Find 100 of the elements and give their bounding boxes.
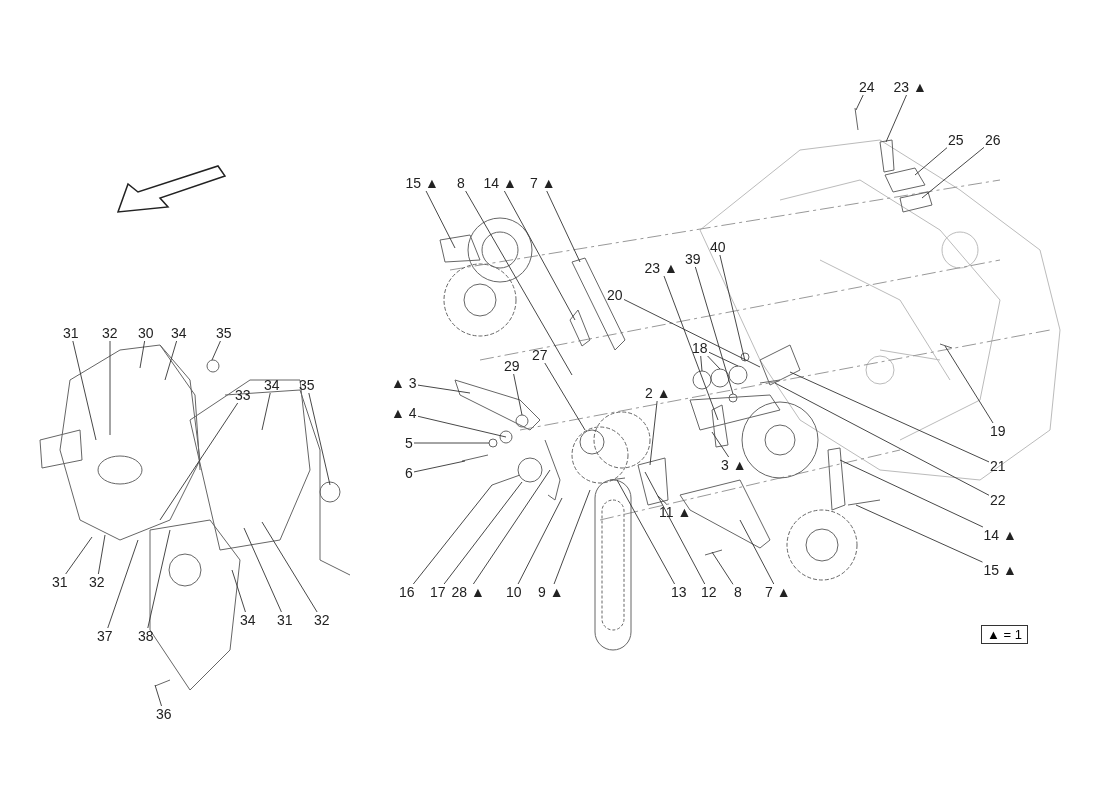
callout-number: 31: [62, 325, 80, 341]
leader-line: [663, 275, 719, 421]
callout-number: 30: [137, 325, 155, 341]
callout-number: 27: [531, 347, 549, 363]
leader-line: [739, 519, 775, 585]
callout-number: 26: [984, 132, 1002, 148]
leader-line: [789, 371, 990, 463]
leader-line: [553, 489, 591, 585]
leader-line: [517, 497, 563, 585]
callout-number: 28 ▲: [450, 584, 486, 600]
callout-number: 35: [215, 325, 233, 341]
leader-line: [623, 299, 761, 368]
leader-line: [544, 362, 586, 431]
callout-number: 40: [709, 239, 727, 255]
callout-number: 18: [691, 340, 709, 356]
leader-line: [107, 539, 139, 629]
callout-number: 9 ▲: [537, 584, 565, 600]
leader-line: [914, 147, 948, 176]
leader-line: [308, 392, 331, 486]
leader-line: [261, 392, 271, 431]
leader-line: [164, 340, 178, 381]
leader-line: [413, 442, 490, 444]
callout-number: 11 ▲: [658, 504, 693, 520]
leader-line: [707, 355, 721, 370]
callout-number: ▲ 4: [390, 405, 418, 421]
callout-number: 38: [137, 628, 155, 644]
leader-line: [855, 504, 983, 563]
callout-number: 12: [700, 584, 718, 600]
callout-number: ▲ 3: [390, 375, 418, 391]
callout-number: 2 ▲: [644, 385, 672, 401]
leader-line: [839, 459, 984, 528]
callout-number: 23 ▲: [643, 260, 679, 276]
leader-line: [139, 340, 146, 369]
callout-number: 14 ▲: [482, 175, 518, 191]
callout-number: 8: [456, 175, 466, 191]
callout-number: 23 ▲: [892, 79, 928, 95]
callout-number: 15 ▲: [404, 175, 440, 191]
leader-line: [944, 345, 994, 424]
leader-line: [417, 415, 507, 438]
callout-number: 7 ▲: [529, 175, 557, 191]
leader-line: [644, 471, 706, 585]
leader-line: [154, 684, 162, 707]
callout-number: 32: [88, 574, 106, 590]
callout-number: 16: [398, 584, 416, 600]
callout-number: 7 ▲: [764, 584, 792, 600]
callout-number: 19: [989, 423, 1007, 439]
leader-line: [774, 382, 990, 496]
leader-line: [885, 94, 907, 143]
leader-line: [65, 536, 93, 575]
leader-line: [649, 400, 658, 466]
callout-number: 15 ▲: [982, 562, 1018, 578]
callout-number: 31: [51, 574, 69, 590]
leader-line: [443, 481, 523, 585]
callout-number: 34: [263, 377, 281, 393]
leader-line: [657, 495, 667, 505]
leader-line: [413, 460, 466, 473]
leader-line: [719, 254, 746, 362]
callout-number: 33: [234, 387, 252, 403]
leader-line: [503, 190, 576, 321]
leader-line: [546, 190, 581, 263]
callout-number: 25: [947, 132, 965, 148]
leader-line: [465, 190, 573, 376]
quantity-note: ▲ = 1: [981, 625, 1028, 644]
callout-number: 10: [505, 584, 523, 600]
leader-line: [472, 469, 551, 585]
callout-number: 14 ▲: [982, 527, 1018, 543]
leader-line: [261, 521, 318, 613]
leader-line: [147, 529, 171, 629]
callout-number: 34: [170, 325, 188, 341]
leader-line: [417, 384, 471, 394]
leader-line: [711, 431, 730, 458]
callout-number: 8: [733, 584, 743, 600]
callout-number: 5: [404, 435, 414, 451]
callout-number: 13: [670, 584, 688, 600]
leader-line: [616, 479, 676, 585]
callout-number: 35: [298, 377, 316, 393]
callout-number: 32: [313, 612, 331, 628]
leader-line: [97, 534, 106, 575]
leader-line: [708, 351, 739, 367]
leader-line: [231, 569, 246, 613]
leader-line: [694, 266, 734, 395]
leader-line: [700, 355, 703, 372]
leader-line: [159, 402, 239, 521]
leader-line: [513, 373, 523, 416]
callout-number: 6: [404, 465, 414, 481]
callout-number: 37: [96, 628, 114, 644]
callout-number: 31: [276, 612, 294, 628]
callout-number: 29: [503, 358, 521, 374]
callout-number: 20: [606, 287, 624, 303]
leader-line: [921, 146, 985, 199]
callout-number: 17: [429, 584, 447, 600]
callout-number: 3 ▲: [720, 457, 748, 473]
leader-line: [855, 94, 864, 111]
callout-number: 22: [989, 492, 1007, 508]
callout-number: 21: [989, 458, 1007, 474]
leader-line: [109, 340, 111, 436]
leader-line: [211, 340, 221, 361]
leader-line: [711, 551, 734, 585]
leader-line: [243, 527, 282, 613]
leader-line: [412, 484, 493, 585]
